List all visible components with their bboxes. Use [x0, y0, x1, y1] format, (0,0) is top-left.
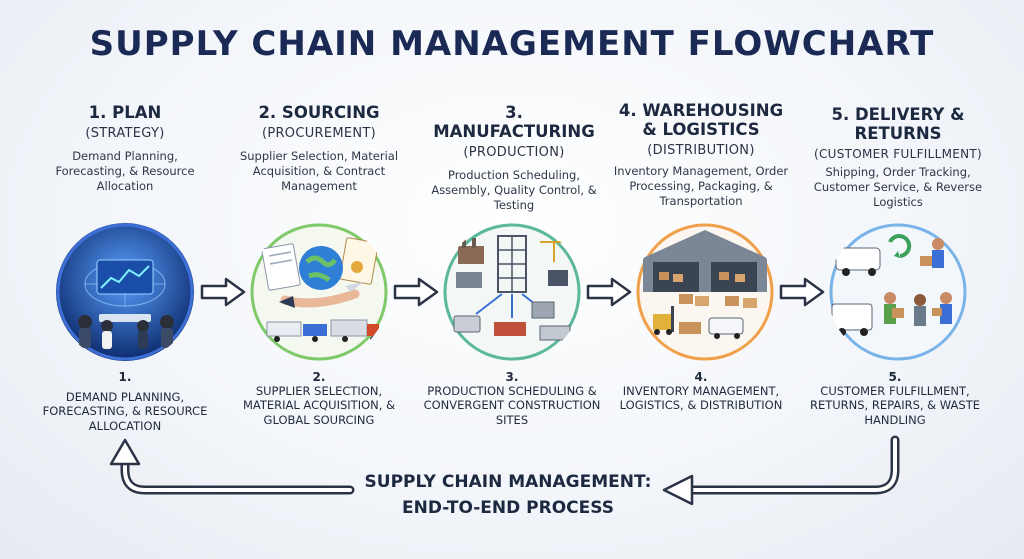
step-caption-plan: 1. DEMAND PLANNING, FORECASTING, & RESOU…: [36, 370, 214, 433]
step-title: 4. WAREHOUSING & LOGISTICS: [618, 101, 784, 139]
step-caption-warehousing: 4. INVENTORY MANAGEMENT, LOGISTICS, & DI…: [612, 370, 790, 413]
arrow-right-icon: [586, 277, 632, 307]
step-title: 5. DELIVERY & RETURNS: [831, 105, 965, 143]
step-warehousing: 4. WAREHOUSING & LOGISTICS (DISTRIBUTION…: [612, 101, 790, 209]
step-delivery: 5. DELIVERY & RETURNS (CUSTOMER FULFILLM…: [800, 105, 996, 210]
footer-line-2: END-TO-END PROCESS: [402, 497, 614, 518]
caption-number: 2.: [312, 370, 326, 384]
caption-text: SUPPLIER SELECTION, MATERIAL ACQUISITION…: [242, 384, 396, 427]
step-description: Production Scheduling, Assembly, Quality…: [431, 167, 597, 212]
caption-text: DEMAND PLANNING, FORECASTING, & RESOURCE…: [42, 390, 208, 433]
plan-illustration: [55, 222, 195, 362]
globe-network-icon: [56, 223, 194, 361]
handshake-globe-icon: [250, 223, 388, 361]
delivery-illustration: [828, 222, 968, 362]
sourcing-illustration: [249, 222, 389, 362]
step-title: 2. SOURCING: [258, 103, 380, 122]
arrow-right-icon: [779, 277, 825, 307]
arrow-right-icon: [200, 277, 246, 307]
manufacturing-illustration: [442, 222, 582, 362]
step-description: Shipping, Order Tracking, Customer Servi…: [813, 164, 983, 209]
arrow-right-icon: [393, 277, 439, 307]
delivery-van-recycle-icon: [829, 223, 967, 361]
caption-number: 3.: [505, 370, 519, 384]
warehouse-forklift-icon: [636, 223, 774, 361]
footer-line-1: SUPPLY CHAIN MANAGEMENT:: [364, 472, 652, 492]
step-plan: 1. PLAN (STRATEGY) Demand Planning, Fore…: [36, 103, 214, 194]
step-description: Demand Planning, Forecasting, & Resource…: [55, 148, 195, 193]
step-subtitle: (DISTRIBUTION): [647, 142, 755, 158]
page-title: SUPPLY CHAIN MANAGEMENT FLOWCHART: [89, 24, 935, 64]
caption-number: 1.: [118, 370, 132, 384]
caption-text: INVENTORY MANAGEMENT, LOGISTICS, & DISTR…: [619, 384, 783, 413]
caption-number: 4.: [694, 370, 708, 384]
step-manufacturing: 3. MANUFACTURING (PRODUCTION) Production…: [425, 103, 603, 213]
warehousing-illustration: [635, 222, 775, 362]
step-sourcing: 2. SOURCING (PROCUREMENT) Supplier Selec…: [230, 103, 408, 194]
process-footer: SUPPLY CHAIN MANAGEMENT: END-TO-END PROC…: [358, 470, 658, 521]
step-caption-delivery: 5. CUSTOMER FULFILLMENT, RETURNS, REPAIR…: [806, 370, 984, 427]
caption-text: PRODUCTION SCHEDULING & CONVERGENT CONST…: [423, 384, 601, 427]
step-description: Inventory Management, Order Processing, …: [613, 163, 789, 208]
step-caption-sourcing: 2. SUPPLIER SELECTION, MATERIAL ACQUISIT…: [230, 370, 408, 427]
step-subtitle: (CUSTOMER FULFILLMENT): [813, 146, 983, 161]
caption-text: CUSTOMER FULFILLMENT, RETURNS, REPAIRS, …: [809, 384, 981, 427]
step-title: 3. MANUFACTURING: [433, 103, 595, 141]
factory-construction-icon: [443, 223, 581, 361]
step-caption-manufacturing: 3. PRODUCTION SCHEDULING & CONVERGENT CO…: [423, 370, 601, 427]
step-title: 1. PLAN: [88, 103, 162, 122]
step-subtitle: (PROCUREMENT): [261, 125, 377, 141]
step-description: Supplier Selection, Material Acquisition…: [239, 148, 399, 193]
caption-number: 5.: [888, 370, 902, 384]
step-subtitle: (STRATEGY): [85, 125, 165, 141]
step-subtitle: (PRODUCTION): [463, 144, 565, 160]
